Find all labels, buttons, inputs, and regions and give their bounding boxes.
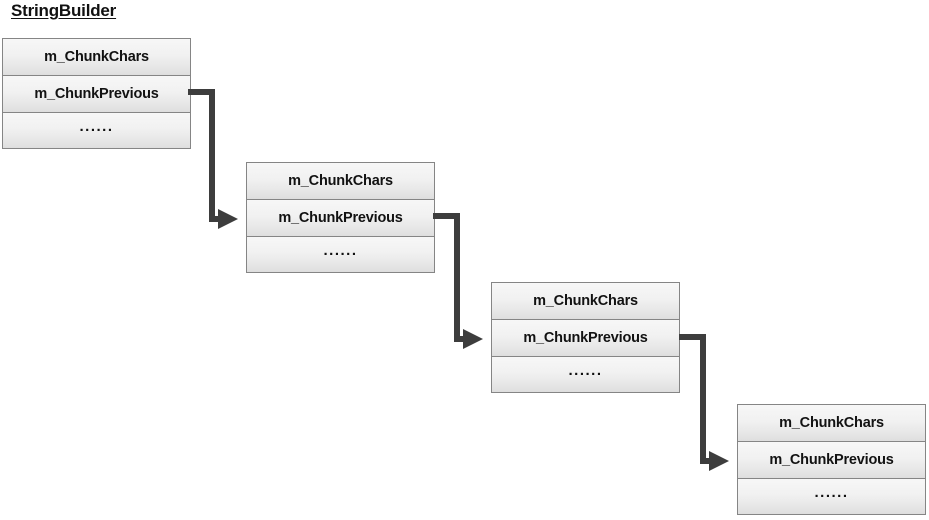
chunk-node-4: m_ChunkChars m_ChunkPrevious ...... — [737, 404, 926, 515]
chunk-node-3: m_ChunkChars m_ChunkPrevious ...... — [491, 282, 680, 393]
chunk-2-ellipsis-text: ...... — [323, 242, 358, 259]
chunk-2-field-chunkprevious: m_ChunkPrevious — [246, 199, 435, 237]
chunk-1-field-chunkprevious: m_ChunkPrevious — [2, 75, 191, 113]
chunk-3-field-ellipsis: ...... — [491, 356, 680, 393]
chunk-4-field-chunkprevious: m_ChunkPrevious — [737, 441, 926, 479]
chunk-4-field-chunkchars: m_ChunkChars — [737, 404, 926, 442]
chunk-3-field-chunkprevious: m_ChunkPrevious — [491, 319, 680, 357]
diagram-title: StringBuilder — [11, 1, 117, 20]
chunk-1-field-chunkchars: m_ChunkChars — [2, 38, 191, 76]
chunk-4-field-ellipsis: ...... — [737, 478, 926, 515]
arrowhead-icon-1 — [218, 209, 238, 229]
chunk-2-field-ellipsis: ...... — [246, 236, 435, 273]
chunk-1-field-ellipsis: ...... — [2, 112, 191, 149]
connector-line-2 — [433, 213, 477, 342]
chunk-node-1: m_ChunkChars m_ChunkPrevious ...... — [2, 38, 191, 149]
chunk-1-ellipsis-text: ...... — [79, 118, 114, 135]
connector-line-3 — [679, 334, 723, 464]
arrowhead-icon-2 — [463, 329, 483, 349]
chunk-2-field-chunkchars: m_ChunkChars — [246, 162, 435, 200]
arrowhead-icon-3 — [709, 451, 729, 471]
chunk-3-ellipsis-text: ...... — [568, 362, 603, 379]
chunk-3-field-chunkchars: m_ChunkChars — [491, 282, 680, 320]
chunk-4-ellipsis-text: ...... — [814, 484, 849, 501]
connector-line-1 — [188, 89, 232, 222]
chunk-node-2: m_ChunkChars m_ChunkPrevious ...... — [246, 162, 435, 273]
